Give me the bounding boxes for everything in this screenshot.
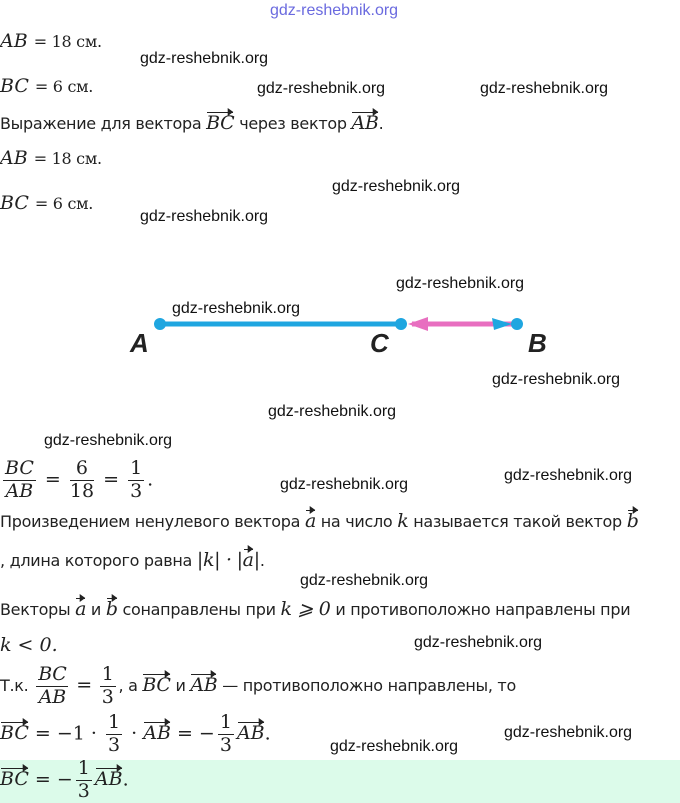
watermark: gdz-reshebnik.org [332, 178, 461, 195]
point-b [511, 318, 523, 330]
watermark: gdz-reshebnik.org [300, 572, 429, 589]
definition-line-2: , длина которого равна |k| · |a|. [0, 543, 265, 571]
definition-line-1: Произведением ненулевого вектора a на чи… [0, 504, 639, 532]
rule-line-2: k < 0. [0, 634, 58, 656]
vector-ab-arrowhead [492, 318, 512, 330]
point-c [395, 318, 407, 330]
watermark: gdz-reshebnik.org [504, 467, 633, 484]
given-ab: AB = 18 см. [0, 30, 102, 52]
watermark: gdz-reshebnik.org [44, 432, 173, 449]
watermark: gdz-reshebnik.org [172, 300, 301, 317]
watermark: gdz-reshebnik.org [280, 476, 409, 493]
label-b: B [528, 328, 547, 358]
given-ab-2: AB = 18 см. [0, 147, 102, 169]
watermark: gdz-reshebnik.org [480, 80, 609, 97]
watermark: gdz-reshebnik.org [330, 738, 459, 755]
watermark: gdz-reshebnik.org [414, 634, 543, 651]
point-a [154, 318, 166, 330]
rule-line-1: Векторы a и b сонаправлены при k ⩾ 0 и п… [0, 592, 631, 620]
given-bc-2: BC = 6 см. [0, 192, 94, 214]
watermark: gdz-reshebnik.org [268, 403, 397, 420]
label-c: C [370, 328, 389, 358]
watermark: gdz-reshebnik.org [140, 50, 269, 67]
given-bc: BC = 6 см. [0, 75, 94, 97]
task-statement: Выражение для вектора BC через вектор AB… [0, 106, 384, 134]
label-a: A [130, 328, 149, 358]
watermark: gdz-reshebnik.org [140, 208, 269, 225]
watermark: gdz-reshebnik.org [504, 724, 633, 741]
watermark: gdz-reshebnik.org [492, 371, 621, 388]
vector-bc-arrowhead [408, 317, 428, 331]
segment-diagram [154, 317, 523, 331]
watermark: gdz-reshebnik.org [257, 80, 386, 97]
watermark: gdz-reshebnik.org [270, 2, 399, 19]
watermark: gdz-reshebnik.org [396, 275, 525, 292]
